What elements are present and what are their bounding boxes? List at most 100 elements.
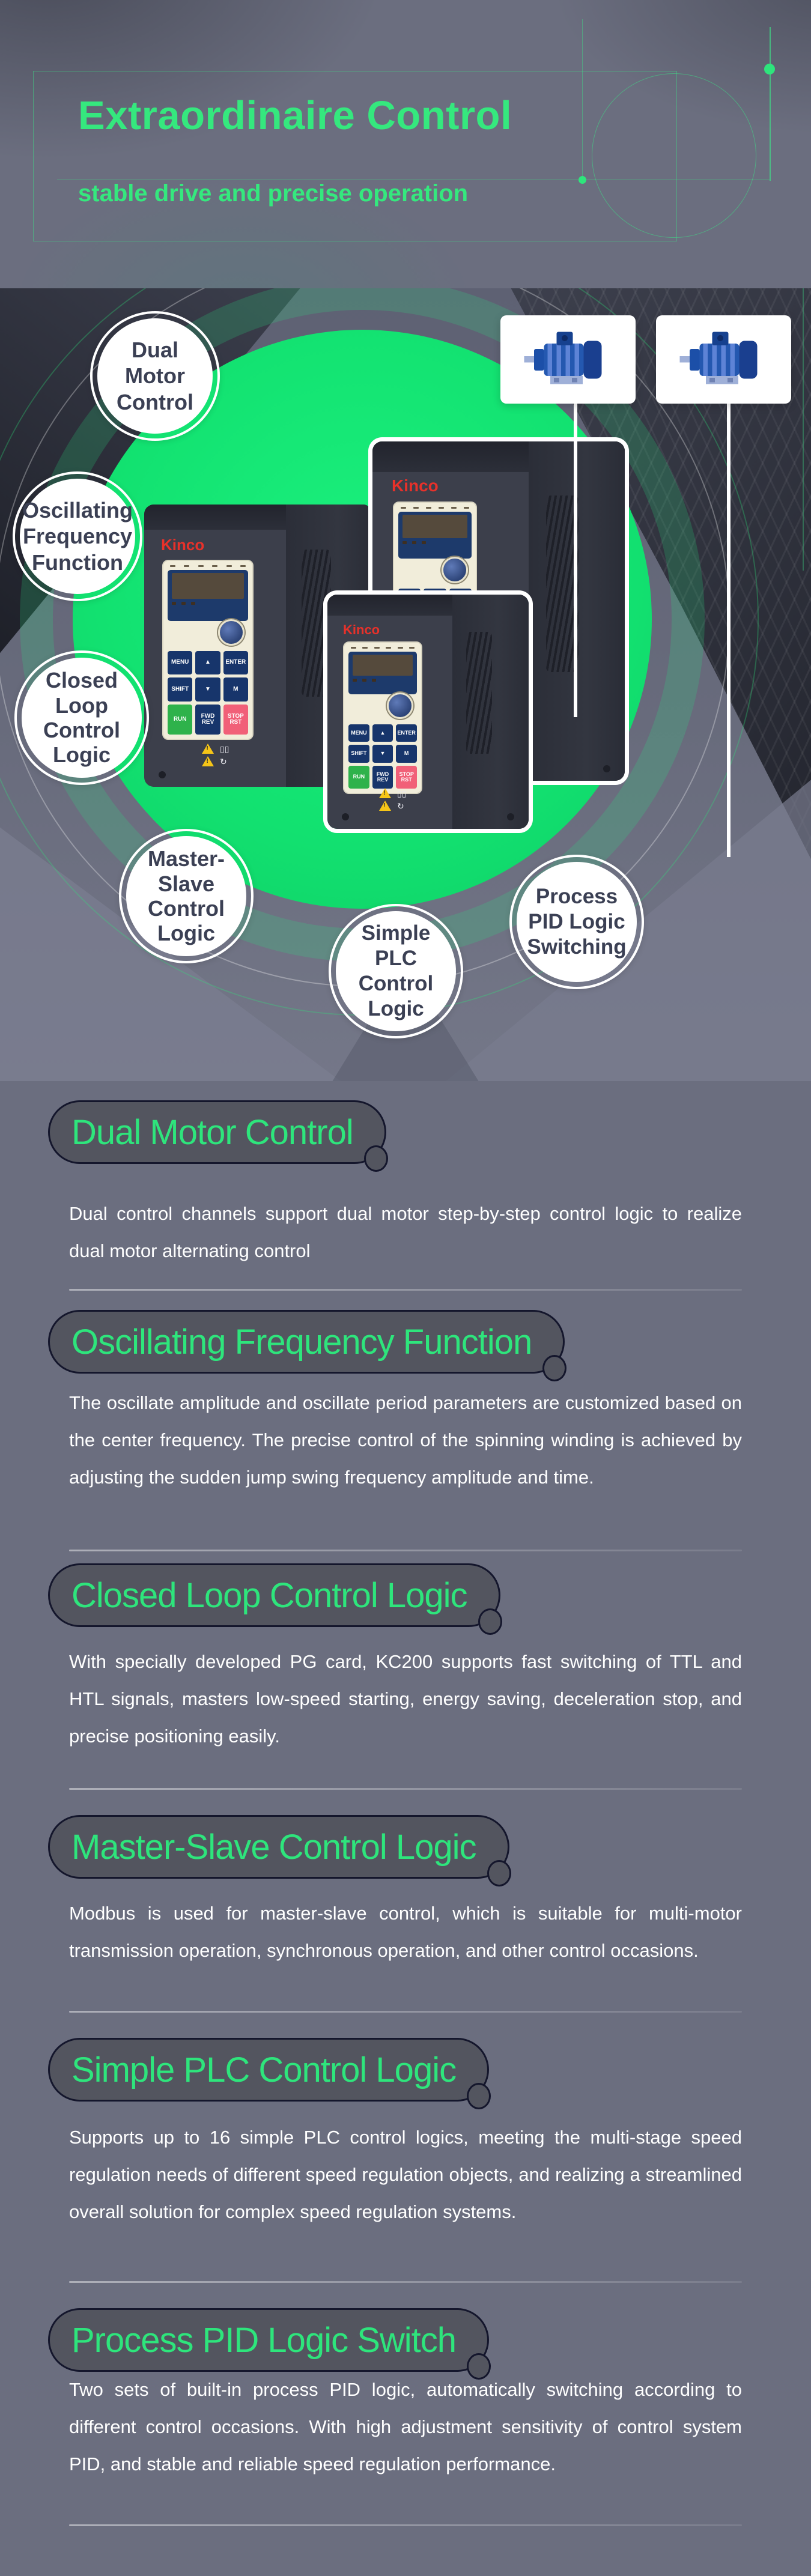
- feature-badge-dual-motor: Dual Motor Control: [90, 311, 220, 441]
- section-header-pill: Master-Slave Control Logic: [48, 1815, 511, 1887]
- menu-button[interactable]: MENU: [348, 724, 369, 742]
- section-divider: [69, 1550, 742, 1551]
- warning-triangle-icon: [202, 744, 214, 754]
- decorative-dot: [764, 64, 775, 74]
- section-dual-motor-control: Dual Motor Control Dual control channels…: [0, 1100, 811, 1310]
- section-body: Supports up to 16 simple PLC control log…: [69, 2127, 742, 2222]
- page-title: Extraordinaire Control: [78, 93, 512, 138]
- motor-icon: [524, 332, 601, 384]
- menu-button[interactable]: MENU: [168, 650, 193, 675]
- screw: [159, 771, 166, 778]
- keypad-panel: MENU ▲ ENTER SHIFT ▼ M RUN FWD REV STOP …: [162, 560, 254, 740]
- motor-icon: [679, 332, 757, 384]
- manual-icon: ▯▯: [397, 788, 407, 798]
- section-header-pill: Closed Loop Control Logic: [48, 1563, 502, 1635]
- pill-tail-dot: [542, 1355, 567, 1381]
- page-subtitle: stable drive and precise operation: [78, 180, 469, 207]
- enter-button[interactable]: ENTER: [396, 724, 417, 742]
- badge-label: Closed Loop Control Logic: [22, 658, 142, 778]
- fwd-rev-button[interactable]: FWD REV: [195, 705, 220, 735]
- section-closed-loop: Closed Loop Control Logic With specially…: [0, 1563, 811, 1815]
- section-body: Dual control channels support dual motor…: [69, 1203, 742, 1261]
- section-header-pill: Oscillating Frequency Function: [48, 1310, 567, 1381]
- decorative-dot: [579, 176, 586, 184]
- section-master-slave: Master-Slave Control Logic Modbus is use…: [0, 1815, 811, 2038]
- feature-badge-master-slave: Master- Slave Control Logic: [119, 829, 254, 963]
- stop-rst-button[interactable]: STOP RST: [396, 765, 417, 789]
- decorative-vline: [770, 27, 771, 181]
- pill-tail-dot: [467, 2353, 491, 2380]
- motor-card: [500, 315, 636, 404]
- motor-connector-line: [727, 402, 731, 857]
- section-oscillating-frequency: Oscillating Frequency Function The oscil…: [0, 1310, 811, 1563]
- top-banner: Extraordinaire Control stable drive and …: [0, 0, 811, 288]
- decorative-vline: [582, 19, 583, 180]
- down-button[interactable]: ▼: [195, 677, 220, 702]
- pill-tail-dot: [467, 2083, 491, 2109]
- section-body: With specially developed PG card, KC200 …: [69, 1651, 742, 1747]
- cooling-vents: [546, 496, 579, 673]
- cooling-vents: [301, 550, 331, 697]
- feature-badge-oscillating-frequency: Oscillating Frequency Function: [13, 471, 142, 601]
- section-header-pill: Dual Motor Control: [48, 1100, 388, 1172]
- m-button[interactable]: M: [396, 745, 417, 763]
- section-divider: [69, 1289, 742, 1291]
- enter-button[interactable]: ENTER: [223, 650, 248, 675]
- section-title: Master-Slave Control Logic: [71, 1827, 477, 1867]
- up-button[interactable]: ▲: [195, 650, 220, 675]
- section-divider: [69, 2524, 742, 2526]
- fwd-rev-button[interactable]: FWD REV: [372, 765, 393, 789]
- section-header-pill: Process PID Logic Switch: [48, 2308, 491, 2380]
- feature-badge-simple-plc: Simple PLC Control Logic: [329, 904, 463, 1038]
- jog-knob[interactable]: [218, 619, 245, 646]
- decorative-vline: [803, 288, 804, 571]
- feature-badge-closed-loop: Closed Loop Control Logic: [14, 650, 149, 785]
- down-button[interactable]: ▼: [372, 745, 393, 763]
- warning-triangle-icon: [379, 801, 391, 811]
- warning-triangle-icon: [379, 788, 391, 798]
- discharge-time-icon: ↻: [220, 756, 227, 766]
- warning-labels: ▯▯ ↻: [379, 788, 406, 811]
- decorative-circle: [592, 73, 756, 238]
- warning-labels: ▯▯ ↻: [202, 744, 229, 766]
- discharge-time-icon: ↻: [397, 801, 404, 811]
- section-title: Simple PLC Control Logic: [71, 2050, 457, 2090]
- up-button[interactable]: ▲: [372, 724, 393, 742]
- run-button[interactable]: RUN: [168, 705, 193, 735]
- manual-icon: ▯▯: [220, 744, 229, 754]
- keypad-keys: MENU ▲ ENTER SHIFT ▼ M RUN FWD REV STOP …: [348, 724, 417, 789]
- section-divider: [69, 1788, 742, 1790]
- lcd-display: [398, 512, 472, 559]
- section-simple-plc: Simple PLC Control Logic Supports up to …: [0, 2038, 811, 2308]
- shift-button[interactable]: SHIFT: [348, 745, 369, 763]
- keypad-panel: MENU ▲ ENTER SHIFT ▼ M RUN FWD REV STOP …: [343, 641, 422, 794]
- hero-scene: Kinco MENU ▲ ENTER SHIFT ▼ M RUN FWD REV: [0, 288, 811, 1081]
- cooling-vents: [466, 632, 492, 754]
- section-title: Closed Loop Control Logic: [71, 1575, 468, 1615]
- pill-tail-dot: [478, 1608, 502, 1635]
- section-divider: [69, 2011, 742, 2013]
- led-indicators: [398, 507, 472, 509]
- jog-knob[interactable]: [387, 692, 413, 719]
- led-indicators: [168, 565, 248, 567]
- badge-label: Simple PLC Control Logic: [336, 911, 456, 1031]
- screw: [603, 765, 610, 772]
- m-button[interactable]: M: [223, 677, 248, 702]
- motor-card: [656, 315, 791, 404]
- keypad-keys: MENU ▲ ENTER SHIFT ▼ M RUN FWD REV STOP …: [168, 650, 248, 735]
- section-body: The oscillate amplitude and oscillate pe…: [69, 1392, 742, 1488]
- jog-knob[interactable]: [442, 557, 468, 583]
- stop-rst-button[interactable]: STOP RST: [223, 705, 248, 735]
- feature-badge-process-pid: Process PID Logic Switching: [509, 855, 644, 989]
- kinco-logo: Kinco: [343, 622, 380, 637]
- screw: [506, 813, 514, 820]
- section-divider: [69, 2281, 742, 2283]
- shift-button[interactable]: SHIFT: [168, 677, 193, 702]
- badge-label: Dual Motor Control: [97, 318, 213, 434]
- pill-tail-dot: [363, 1145, 388, 1172]
- badge-label: Oscillating Frequency Function: [20, 479, 135, 594]
- pill-tail-dot: [487, 1860, 511, 1887]
- section-body: Two sets of built-in process PID logic, …: [69, 2379, 742, 2474]
- badge-label: Master- Slave Control Logic: [126, 836, 246, 956]
- run-button[interactable]: RUN: [348, 765, 369, 789]
